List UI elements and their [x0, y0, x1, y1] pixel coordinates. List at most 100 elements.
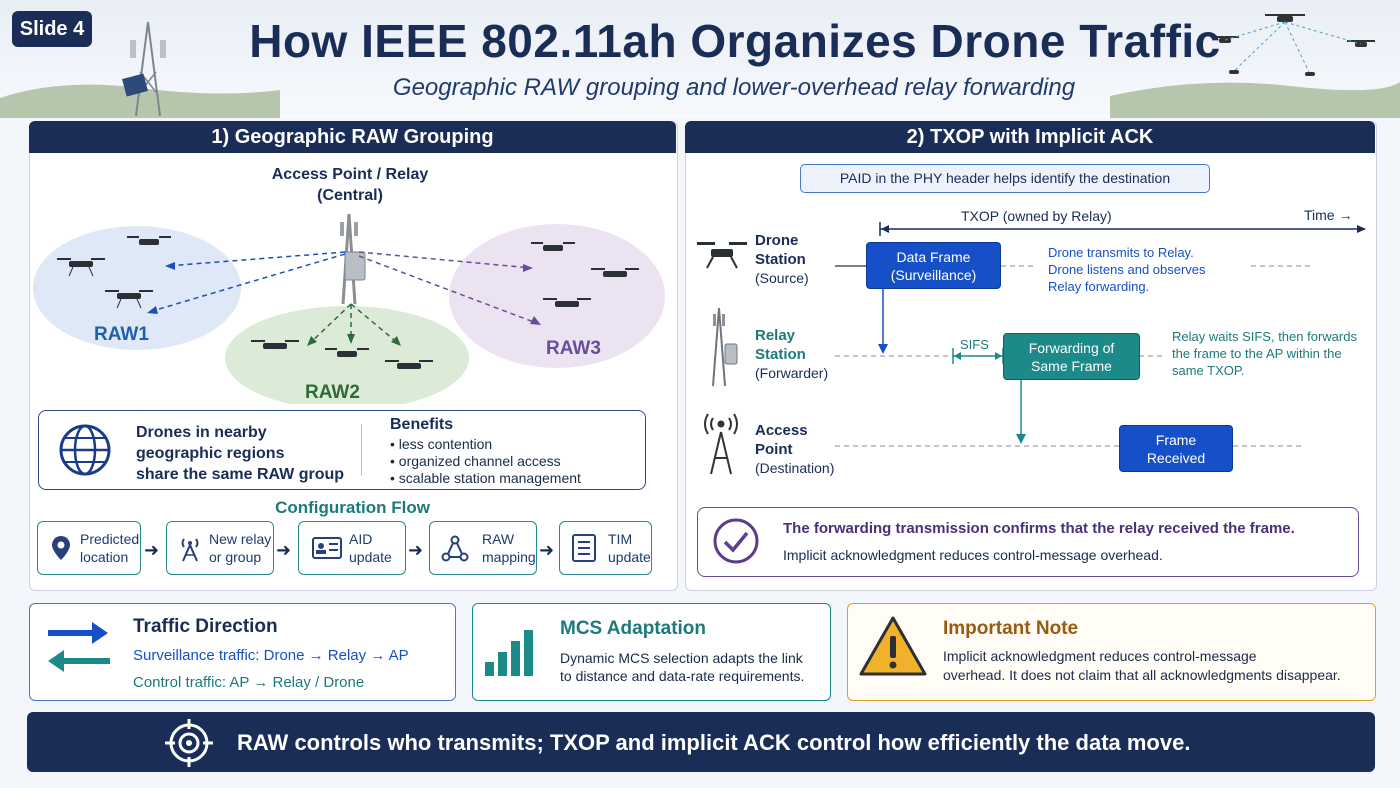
raw3-label: RAW3	[546, 338, 601, 359]
drone-station-icon	[697, 242, 747, 269]
frame-received-box: Frame Received	[1119, 425, 1233, 472]
data-frame-line2: (Surveillance)	[890, 266, 977, 283]
important-note-card	[847, 603, 1376, 701]
note-title: Important Note	[943, 618, 1079, 639]
info-line2: geographic regions	[136, 445, 285, 462]
note-line2: overhead. It does not claim that all ack…	[943, 667, 1341, 683]
step-line1: Predicted	[80, 531, 140, 547]
benefit-item: • organized channel access	[390, 453, 561, 469]
benefit-item: • less contention	[390, 436, 493, 452]
forward-line2: Same Frame	[1031, 357, 1112, 374]
data-frame-box: Data Frame (Surveillance)	[866, 242, 1001, 289]
access-point-label: Access Point (Destination)	[755, 421, 834, 478]
relay-note-line: same TXOP.	[1172, 363, 1245, 378]
drone-station-label: Drone Station (Source)	[755, 231, 809, 288]
step-line1: New relay	[209, 531, 272, 547]
page-subtitle: Geographic RAW grouping and lower-overhe…	[392, 74, 1076, 101]
flow-arrow-icon: ➜	[408, 540, 424, 560]
drone-note-line: Drone listens and observes	[1048, 262, 1206, 277]
landscape-hills	[0, 82, 1400, 118]
mcs-title: MCS Adaptation	[560, 618, 707, 639]
antenna-icon	[181, 538, 199, 562]
traffic-line2: Control traffic: AP → Relay / Drone	[133, 674, 365, 691]
drone-note-line: Relay forwarding.	[1048, 279, 1150, 294]
relay-station-icon	[712, 307, 738, 387]
check-circle-icon	[713, 518, 759, 564]
drone-icons	[57, 236, 639, 369]
cell-tower-icon	[122, 21, 166, 117]
drone-label-line1: Drone	[755, 232, 799, 249]
id-card-icon	[312, 537, 342, 559]
relay-label-line1: Relay	[755, 327, 796, 344]
ap-label-line3: (Destination)	[755, 460, 835, 476]
raw2-label: RAW2	[305, 382, 360, 403]
traffic-line1: Surveillance traffic: Drone → Relay → AP	[133, 647, 409, 664]
step-line2: location	[80, 549, 129, 565]
relay-note: Relay waits SIFS, then forwards the fram…	[1172, 328, 1357, 379]
flow-arrow-icon: ➜	[539, 540, 555, 560]
benefit-text: organized channel access	[398, 453, 561, 469]
relay-note-line: the frame to the AP within the	[1172, 346, 1342, 361]
confirm-title: The forwarding transmission confirms tha…	[783, 520, 1295, 537]
step-line2: or group	[209, 549, 262, 565]
drone-label-line2: Station	[755, 251, 806, 268]
time-axis-label: Time →	[1304, 207, 1353, 223]
txop-timeline-diagram	[697, 222, 1366, 475]
bidirectional-arrows-icon	[48, 622, 110, 672]
info-line3: share the same RAW group	[136, 466, 345, 483]
info-divider	[361, 424, 362, 476]
benefits-list: • less contention • organized channel ac…	[390, 436, 581, 487]
step-line1: AID	[349, 531, 373, 547]
target-icon	[165, 719, 213, 767]
config-step-predicted-location: Predicted location	[37, 521, 141, 575]
ap-label-line1: Access Point / Relay	[271, 166, 429, 183]
raw-info-text: Drones in nearby geographic regions shar…	[136, 422, 344, 485]
step-line1: RAW	[482, 531, 515, 547]
raw-grouping-diagram	[33, 213, 665, 404]
flow-arrow-icon: ➜	[276, 540, 292, 560]
raw1-label: RAW1	[94, 324, 149, 345]
mcs-line1: Dynamic MCS selection adapts the link	[560, 650, 803, 666]
raw-info-box	[38, 410, 646, 490]
flow-arrow-icon: ➜	[144, 540, 160, 560]
txop-label: TXOP (owned by Relay)	[961, 208, 1112, 224]
ap-label-line1: Access	[755, 422, 808, 439]
footer-bar	[27, 712, 1375, 772]
raw3-region	[449, 224, 665, 368]
right-panel-heading: 2) TXOP with Implicit ACK	[685, 121, 1375, 153]
step-line2: update	[349, 549, 392, 565]
step-line1: TIM	[608, 531, 633, 547]
info-line1: Drones in nearby	[136, 424, 267, 441]
access-point-icon	[704, 413, 738, 475]
traffic-direction-card	[29, 603, 456, 701]
mcs-line2: to distance and data-rate requirements.	[560, 668, 805, 684]
received-line1: Frame	[1155, 431, 1197, 448]
benefit-text: scalable station management	[398, 470, 581, 486]
config-step-aid-update: AID update	[298, 521, 406, 575]
data-frame-line1: Data Frame	[896, 248, 971, 265]
config-step-tim-update: TIM update	[559, 521, 652, 575]
ap-label-line2: Point	[755, 441, 793, 458]
sifs-label: SIFS	[960, 337, 989, 352]
raw1-region	[33, 226, 241, 350]
drone-note-line: Drone transmits to Relay.	[1048, 245, 1194, 260]
header-background	[0, 0, 1400, 118]
benefit-item: • scalable station management	[390, 470, 581, 486]
drone-swarm-icon	[1211, 14, 1375, 76]
footer-text: RAW controls who transmits; TXOP and imp…	[237, 730, 1191, 755]
signal-bars-icon	[485, 630, 533, 676]
document-icon	[572, 534, 596, 562]
benefits-title: Benefits	[390, 416, 454, 433]
warning-icon	[859, 616, 927, 676]
left-panel-heading: 1) Geographic RAW Grouping	[29, 121, 676, 153]
config-step-new-relay: New relay or group	[166, 521, 274, 575]
paid-note: PAID in the PHY header helps identify th…	[800, 164, 1210, 193]
step-line2: update	[608, 549, 651, 565]
step-line2: mapping	[482, 549, 536, 565]
implicit-ack-box	[697, 507, 1359, 577]
slide-badge: Slide 4	[12, 11, 92, 47]
forward-line1: Forwarding of	[1028, 339, 1115, 356]
network-icon	[441, 535, 469, 562]
page-title: How IEEE 802.11ah Organizes Drone Traffi…	[249, 15, 1221, 67]
benefit-text: less contention	[398, 436, 493, 452]
